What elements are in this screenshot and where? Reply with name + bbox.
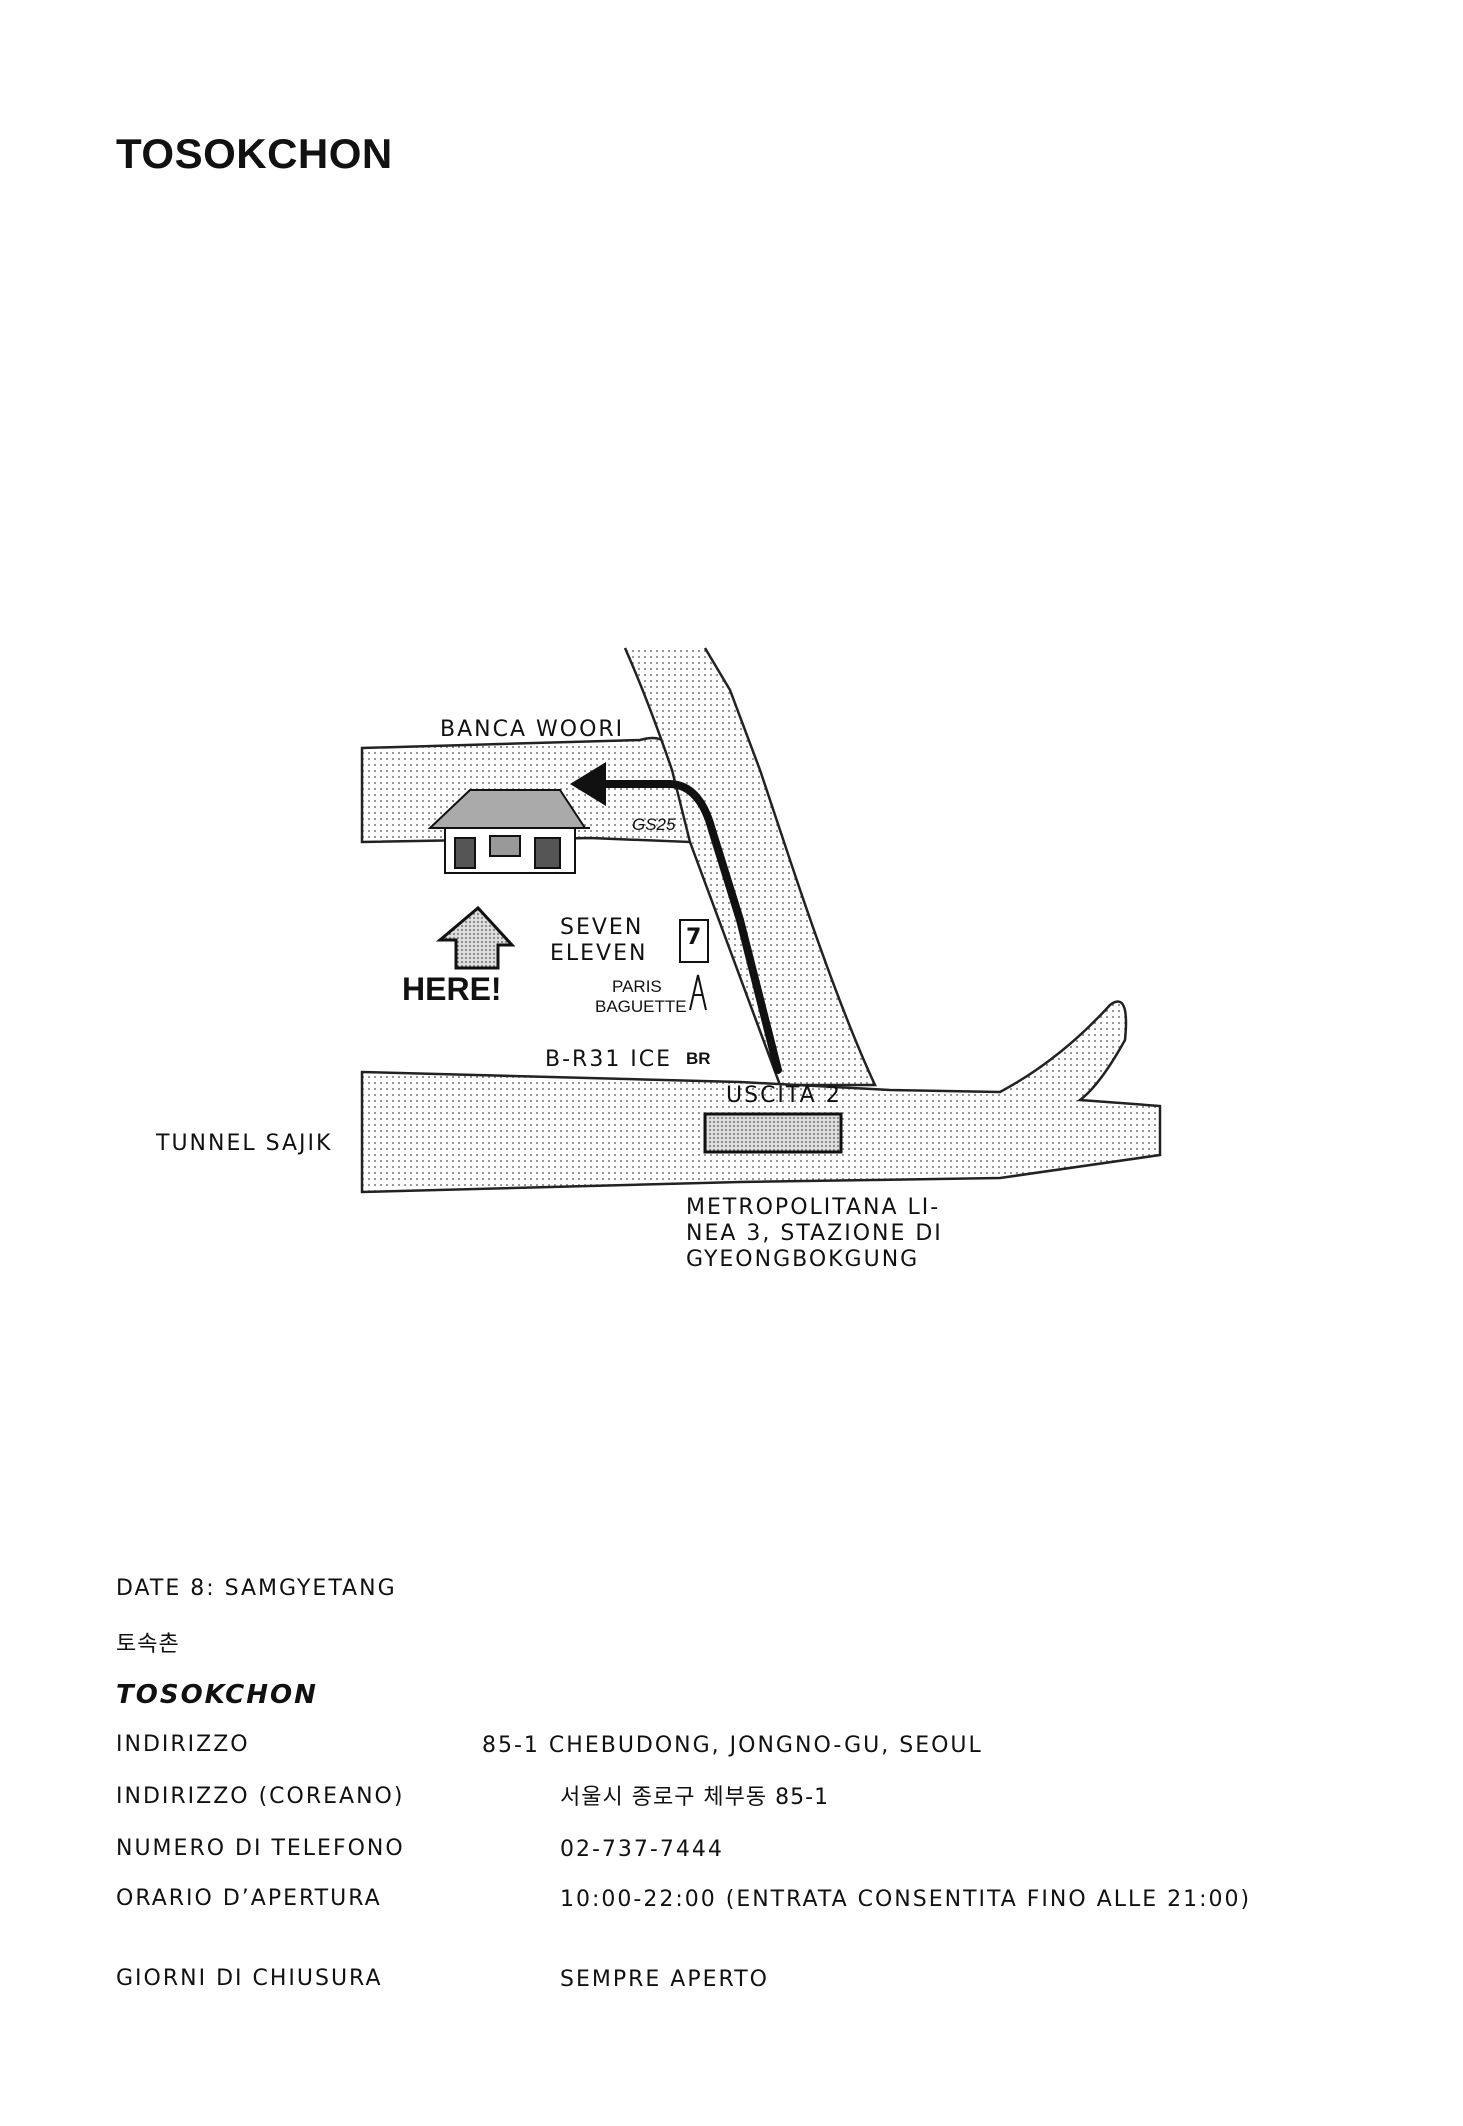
svg-text:7: 7 xyxy=(686,925,701,950)
info-value: 85-1 CHEBUDONG, JONGNO-GU, SEOUL xyxy=(482,1733,983,1758)
br31-label: B-R31 ICE xyxy=(545,1047,672,1072)
route-arrowhead xyxy=(570,762,606,806)
restaurant-name: TOSOKCHON xyxy=(116,1680,318,1710)
station-label-2: NEA 3, STAZIONE DI xyxy=(686,1221,943,1246)
info-value: 10:00-22:00 (ENTRATA CONSENTITA FINO ALL… xyxy=(560,1887,1252,1912)
info-value: SEMPRE APERTO xyxy=(560,1967,769,1992)
seven-eleven-label-2: ELEVEN xyxy=(550,941,647,966)
page-title: TOSOKCHON xyxy=(116,130,393,177)
date-heading: DATE 8: SAMGYETANG xyxy=(116,1576,397,1601)
korean-name: 토속촌 xyxy=(116,1632,180,1657)
info-key: ORARIO D’APERTURA xyxy=(116,1886,382,1911)
info-key: INDIRIZZO xyxy=(116,1732,250,1757)
road-main xyxy=(360,1000,1162,1194)
station-label-3: GYEONGBOKGUNG xyxy=(686,1247,919,1272)
exit-label: USCITA 2 xyxy=(726,1083,842,1108)
info-value: 서울시 종로구 체부동 85-1 xyxy=(560,1785,830,1810)
here-arrow-icon xyxy=(435,905,516,970)
eiffel-tower-icon xyxy=(689,974,707,1011)
info-key: INDIRIZZO (COREANO) xyxy=(116,1784,405,1809)
restaurant-building-icon xyxy=(427,789,590,874)
station-marker xyxy=(703,1112,843,1154)
br-logo-icon: BR xyxy=(686,1049,711,1068)
info-key: GIORNI DI CHIUSURA xyxy=(116,1966,383,1991)
road-vertical xyxy=(623,647,877,1087)
route-line xyxy=(596,780,782,1074)
info-key: NUMERO DI TELEFONO xyxy=(116,1836,405,1861)
info-value: 02-737-7444 xyxy=(560,1837,724,1862)
here-label: HERE! xyxy=(402,971,502,1007)
seven-eleven-logo-icon: 7 xyxy=(679,919,709,963)
paris-label-2: BAGUETTE xyxy=(595,997,687,1016)
station-label-1: METROPOLITANA LI- xyxy=(686,1195,940,1220)
bank-label: BANCA WOORI xyxy=(440,717,624,742)
gs25-label: GS25 xyxy=(632,815,676,834)
seven-eleven-label-1: SEVEN xyxy=(560,915,643,940)
tunnel-label: TUNNEL SAJIK xyxy=(155,1131,332,1156)
paris-label-1: PARIS xyxy=(612,977,662,996)
